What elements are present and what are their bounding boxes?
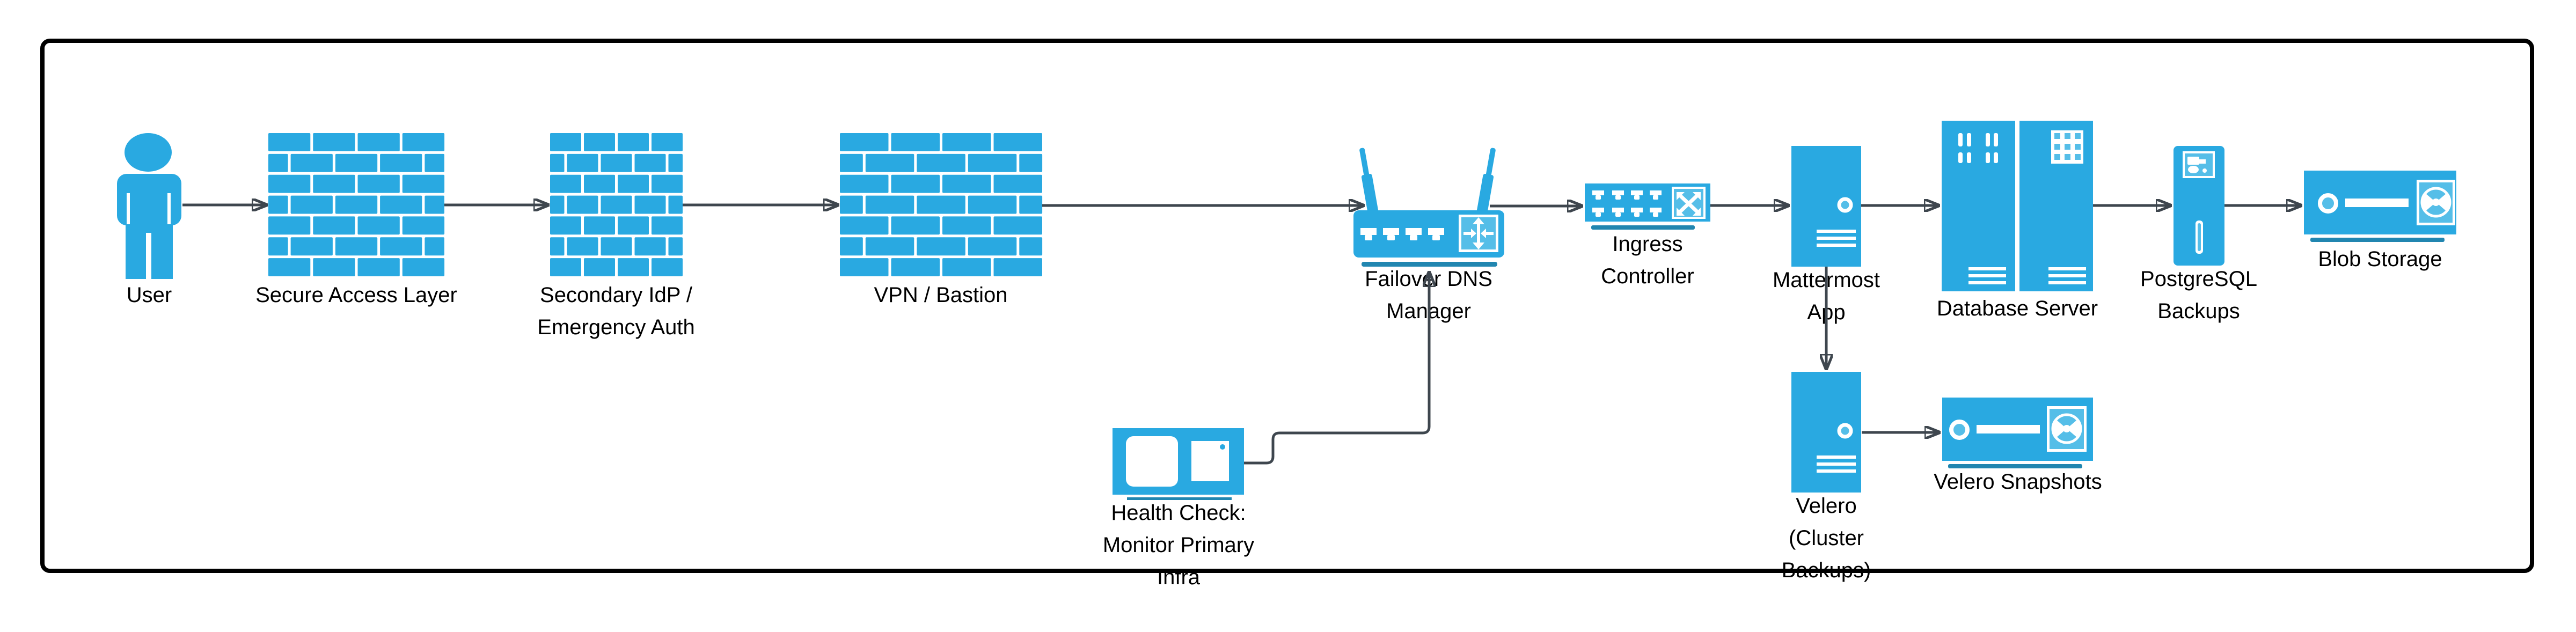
node-postgresql-backups-label: PostgreSQL Backups <box>2140 267 2257 323</box>
monitor-icon <box>1113 428 1244 500</box>
node-database-server-label: Database Server <box>1936 297 2098 320</box>
firewall-icon <box>550 133 683 276</box>
storage-appliance-icon <box>2304 171 2456 242</box>
node-ingress-controller[interactable] <box>1585 183 1710 233</box>
node-postgresql-backups[interactable] <box>2174 146 2224 266</box>
backup-server-icon <box>2174 146 2224 266</box>
node-secure-access-layer[interactable] <box>268 133 445 279</box>
node-vpn-bastion-label: VPN / Bastion <box>874 283 1008 307</box>
firewall-icon <box>840 133 1043 276</box>
node-failover-dns[interactable] <box>1350 143 1511 267</box>
router-ports <box>1360 228 1444 240</box>
node-velero-label: Velero (Cluster Backups) <box>1781 494 1871 582</box>
node-health-check[interactable] <box>1113 428 1244 501</box>
edge-health-check-to-failover-dns[interactable] <box>1244 271 1429 465</box>
node-mattermost-app[interactable] <box>1791 146 1861 267</box>
disk-icon <box>2047 406 2087 452</box>
storage-appliance-icon <box>1942 398 2093 468</box>
firewall-icon <box>268 133 445 276</box>
node-secondary-idp-label: Secondary IdP / Emergency Auth <box>537 283 695 339</box>
rack-vent-slits <box>1958 133 1998 163</box>
node-ingress-controller-label: Ingress Controller <box>1601 232 1694 288</box>
person-icon <box>117 133 181 279</box>
server-tower-icon <box>1791 372 1861 493</box>
node-user[interactable] <box>117 133 181 279</box>
node-database-server[interactable] <box>1942 121 2093 291</box>
rack-grid-panel <box>2051 130 2083 164</box>
backup-panel-icon <box>2183 151 2215 178</box>
wireless-router-icon <box>1353 148 1504 267</box>
switch-ports <box>1592 190 1662 217</box>
routing-symbol-icon <box>1459 215 1498 252</box>
node-velero-snapshots-label: Velero Snapshots <box>1934 470 2102 494</box>
node-secure-access-layer-label: Secure Access Layer <box>255 283 457 307</box>
server-rack-pair-icon <box>1942 121 2093 291</box>
server-tower-icon <box>1791 146 1861 267</box>
node-blob-storage[interactable] <box>2304 171 2456 242</box>
network-switch-icon <box>1585 183 1710 230</box>
switching-symbol-icon <box>1672 187 1706 219</box>
node-vpn-bastion[interactable] <box>840 133 1043 279</box>
node-user-label: User <box>126 283 172 307</box>
node-velero-snapshots[interactable] <box>1942 398 2093 468</box>
node-health-check-label: Health Check: Monitor Primary Infra <box>1102 501 1255 589</box>
disk-icon <box>2417 180 2455 225</box>
node-blob-storage-label: Blob Storage <box>2318 247 2442 271</box>
node-velero[interactable] <box>1791 372 1861 493</box>
diagram-frame <box>40 39 2534 573</box>
node-secondary-idp[interactable] <box>550 133 683 279</box>
